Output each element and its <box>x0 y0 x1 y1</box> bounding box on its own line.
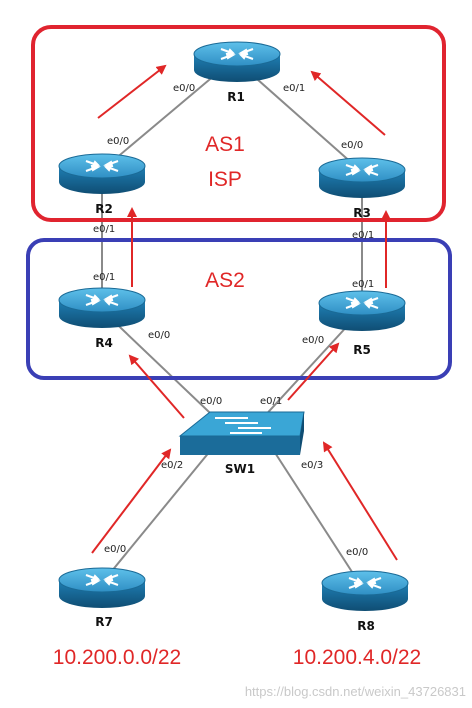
iface-sw1-e00: e0/0 <box>200 396 222 407</box>
as1-title: AS1 <box>205 133 245 156</box>
link-r8-sw1 <box>269 444 366 593</box>
router-r1[interactable] <box>193 41 281 83</box>
label-r3: R3 <box>353 206 371 220</box>
iface-r1-e00: e0/0 <box>173 83 195 94</box>
iface-r3-e01: e0/1 <box>352 230 374 241</box>
as2-box <box>26 238 452 380</box>
iface-r3-e00: e0/0 <box>341 140 363 151</box>
arrow-sw1-r4 <box>128 354 185 419</box>
label-r5: R5 <box>353 343 371 357</box>
watermark: https://blog.csdn.net/weixin_43726831 <box>245 684 466 699</box>
label-r2: R2 <box>95 202 113 216</box>
link-r4-sw1 <box>101 309 231 433</box>
arrow-r8-sw1 <box>322 441 398 561</box>
label-sw1: SW1 <box>225 462 255 476</box>
iface-r5-e00: e0/0 <box>302 335 324 346</box>
as1-box <box>31 25 446 222</box>
iface-sw1-e03: e0/3 <box>301 460 323 471</box>
iface-r1-e01: e0/1 <box>283 83 305 94</box>
label-r4: R4 <box>95 336 113 350</box>
network-right-label: 10.200.4.0/22 <box>293 646 421 669</box>
iface-r2-e01: e0/1 <box>93 224 115 235</box>
arrow-r3-r1 <box>310 70 386 136</box>
label-r8: R8 <box>357 619 375 633</box>
router-r5[interactable] <box>318 290 406 332</box>
router-r7[interactable] <box>58 567 146 609</box>
iface-r5-e01: e0/1 <box>352 279 374 290</box>
label-r1: R1 <box>227 90 245 104</box>
iface-r8-e00: e0/0 <box>346 547 368 558</box>
network-left-label: 10.200.0.0/22 <box>53 646 181 669</box>
switch-arrows-icon <box>215 417 271 434</box>
as2-title: AS2 <box>205 269 245 292</box>
route-advert-arrows <box>91 64 398 561</box>
link-r2-r1 <box>101 63 229 171</box>
arrow-sw1-r5 <box>287 342 340 401</box>
iface-sw1-e01: e0/1 <box>260 396 282 407</box>
label-r7: R7 <box>95 615 113 629</box>
router-r3[interactable] <box>318 157 406 199</box>
arrow-r2-r1 <box>97 64 167 119</box>
router-r2[interactable] <box>58 153 146 195</box>
arrow-r7-sw1 <box>91 448 172 554</box>
router-r4[interactable] <box>58 287 146 329</box>
router-r8[interactable] <box>321 570 409 612</box>
iface-sw1-e02: e0/2 <box>161 460 183 471</box>
switch-sw1[interactable] <box>178 411 305 455</box>
link-r7-sw1 <box>101 444 216 584</box>
iface-r4-e01: e0/1 <box>93 272 115 283</box>
iface-r7-e00: e0/0 <box>104 544 126 555</box>
iface-r2-e00: e0/0 <box>107 136 129 147</box>
iface-r4-e00: e0/0 <box>148 330 170 341</box>
as1-subtitle: ISP <box>208 168 242 191</box>
link-r1-r3 <box>239 63 363 173</box>
